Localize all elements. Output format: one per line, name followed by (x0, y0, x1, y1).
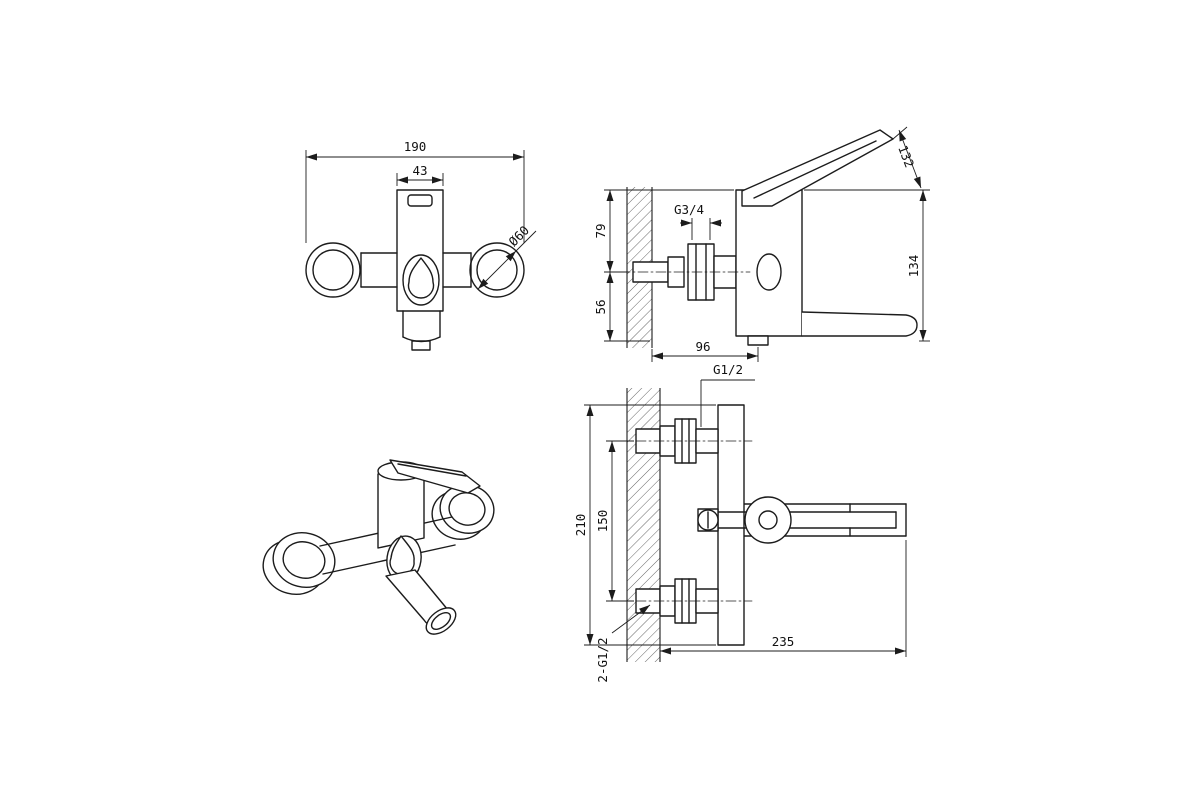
dim-label-total-width: 235 (772, 634, 795, 649)
dim-label-inlet-threads: 2-G1/2 (595, 637, 610, 682)
side-view: 79 56 G3/4 132 134 96 (593, 126, 930, 362)
dim-label-handle-length: 132 (895, 143, 917, 169)
install-view-body (617, 404, 907, 646)
dim-label-upper-height: 79 (593, 223, 608, 238)
dim-label-outlet-thread: G1/2 (713, 362, 743, 377)
dim-label-escutcheon-diameter: Ø60 (506, 223, 533, 250)
install-view: 210 150 G1/2 235 2-G1/2 (573, 362, 907, 683)
dim-label-inlet-thread: G3/4 (674, 202, 704, 217)
front-view-dimensions: 190 43 Ø60 (305, 139, 537, 290)
front-view-body (305, 189, 525, 351)
perspective-view (262, 459, 495, 635)
dim-label-lower-height: 56 (593, 299, 608, 314)
dim-label-total-height: 134 (906, 255, 921, 278)
dim-label-spout-reach: 96 (695, 339, 710, 354)
dim-label-width: 190 (404, 139, 427, 154)
dim-label-spout-width: 43 (412, 163, 427, 178)
dim-label-total-span: 210 (573, 514, 588, 537)
dim-label-inlet-spacing: 150 (595, 510, 610, 533)
front-view: 190 43 Ø60 (305, 139, 537, 351)
side-view-body (619, 129, 918, 346)
install-view-dimensions: 210 150 G1/2 235 2-G1/2 (573, 362, 907, 683)
